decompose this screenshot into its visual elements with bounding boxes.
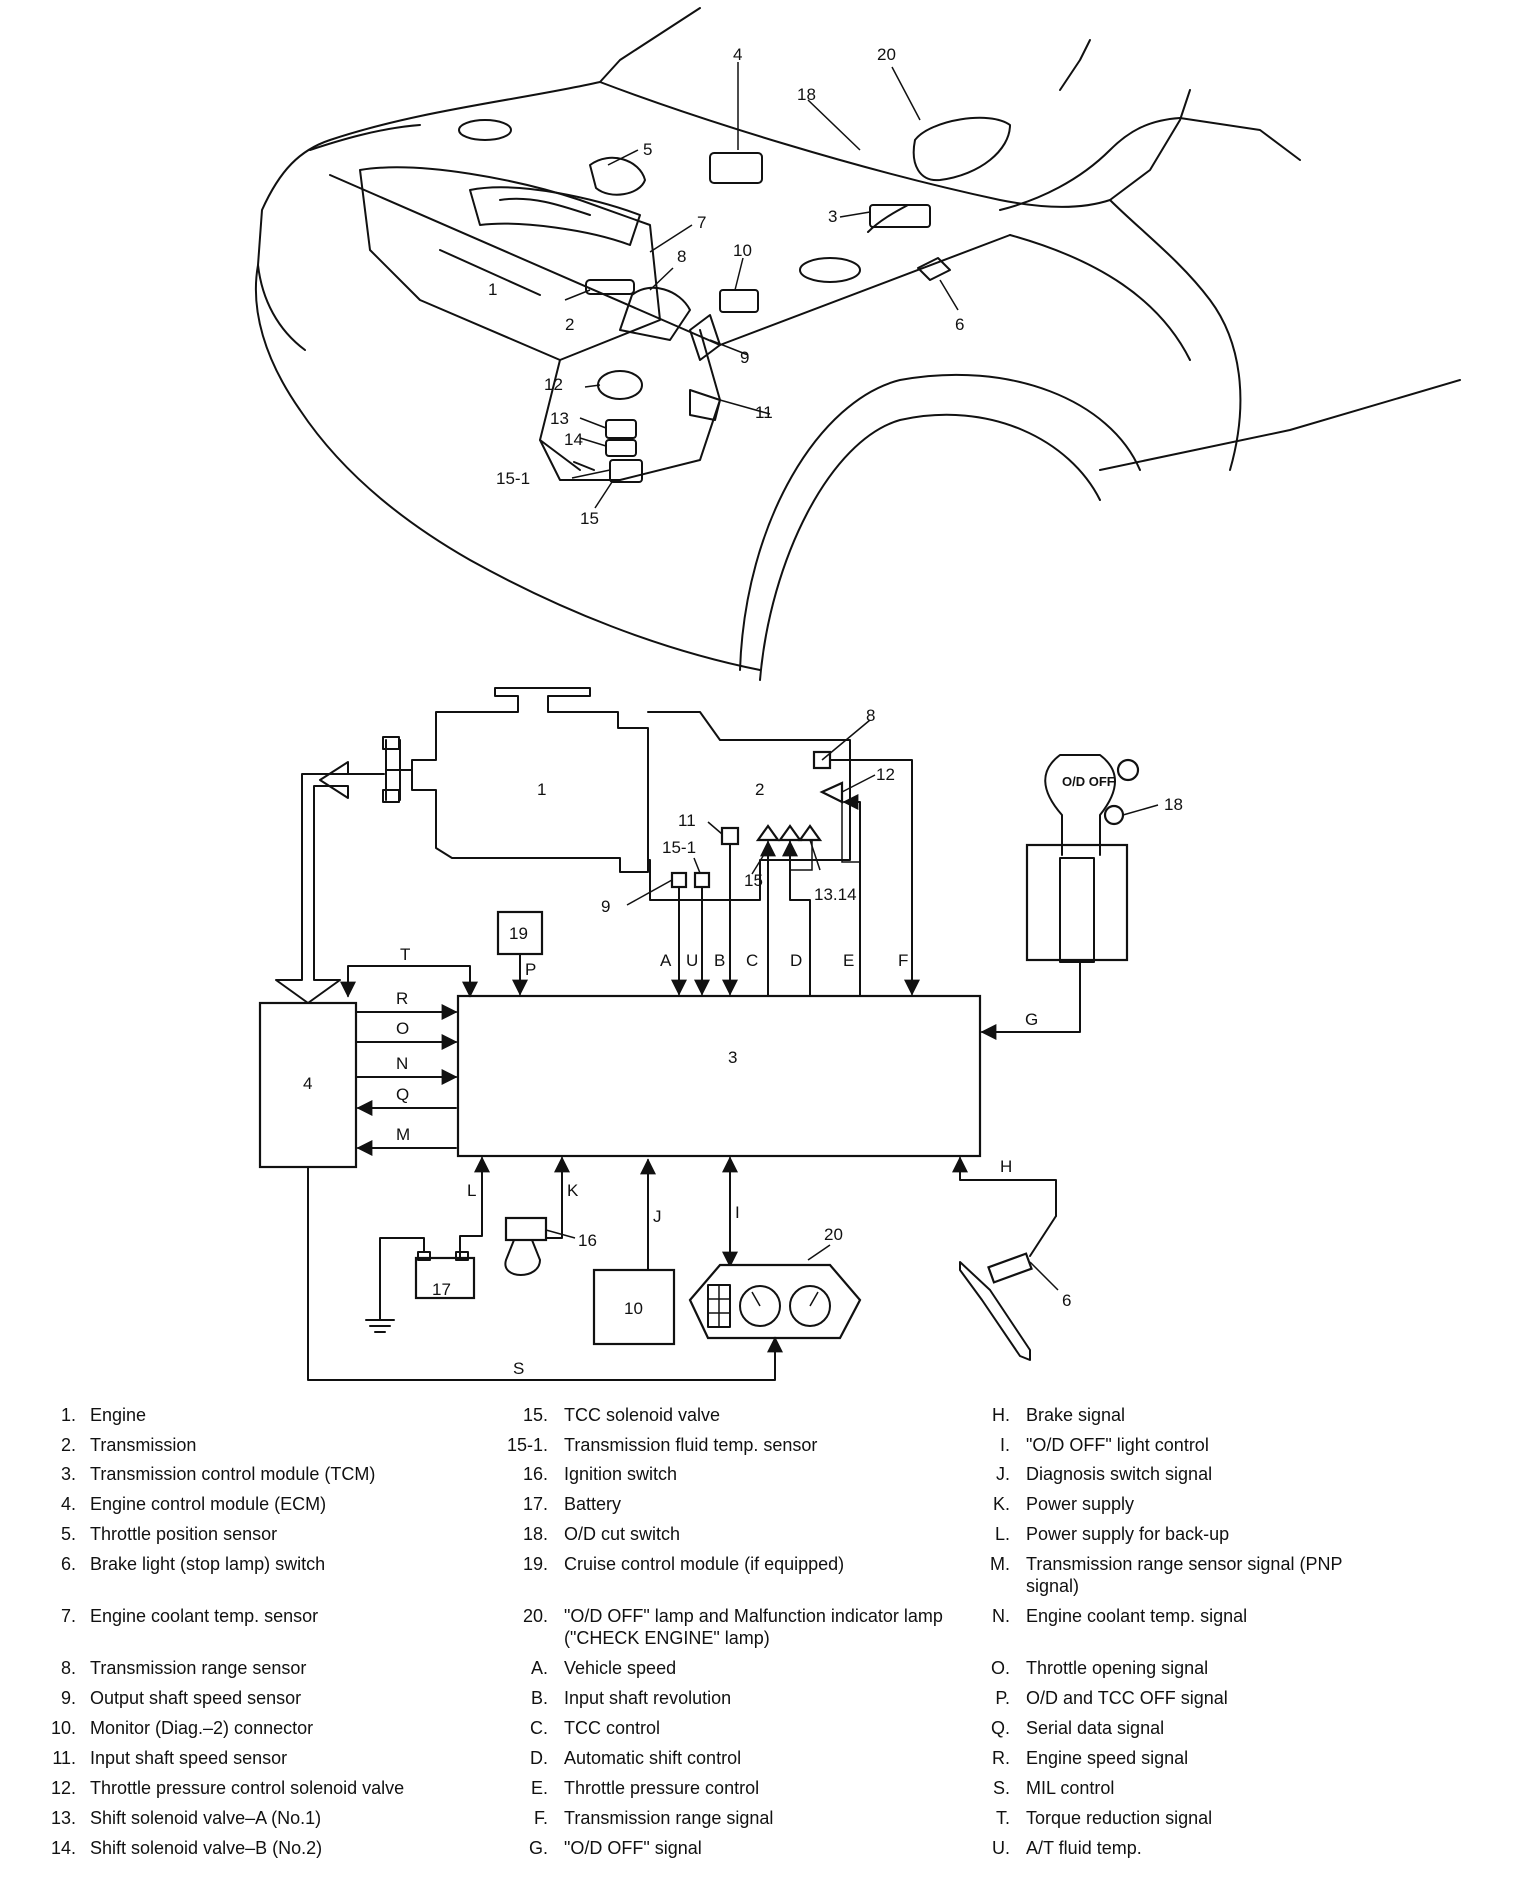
- signal-label-Q: Q: [396, 1085, 409, 1104]
- top-callout-10: 10: [733, 241, 752, 260]
- battery-symbol: [414, 1256, 476, 1300]
- block-callout-20: 20: [824, 1225, 843, 1244]
- instrument-cluster: [688, 1263, 862, 1340]
- signal-label-B: B: [714, 951, 725, 970]
- vehicle-illustration: [254, 7, 1461, 681]
- signal-label-R: R: [396, 989, 408, 1008]
- top-callout-8: 8: [677, 247, 686, 266]
- top-callout-7: 7: [697, 213, 706, 232]
- signal-label-O: O: [396, 1019, 409, 1038]
- top-callout-2: 2: [565, 315, 574, 334]
- block-callout-6: 6: [1062, 1291, 1071, 1310]
- block-callout-17: 17: [432, 1280, 451, 1299]
- signal-label-C: C: [746, 951, 758, 970]
- brake-light-switch-symbol: [987, 1252, 1033, 1284]
- block-callout-19: 19: [509, 924, 528, 943]
- monitor-connector-box: [592, 1268, 676, 1346]
- od-off-knob-label: O/D OFF: [1062, 774, 1115, 789]
- signal-label-S: S: [513, 1359, 524, 1378]
- ecm-box: [258, 1001, 358, 1169]
- top-callout-15-1: 15-1: [496, 469, 530, 488]
- block-diagram: O/D OFF: [258, 687, 1159, 1381]
- block-callout-12: 12: [876, 765, 895, 784]
- top-callout-15: 15: [580, 509, 599, 528]
- top-callout-11: 11: [755, 403, 773, 422]
- top-callout-9: 9: [740, 348, 749, 367]
- shift-lever-housing: [1025, 843, 1129, 962]
- block-callout-1: 1: [537, 780, 546, 799]
- signal-label-N: N: [396, 1054, 408, 1073]
- ignition-switch-symbol: [504, 1216, 548, 1242]
- top-callout-14: 14: [564, 430, 583, 449]
- signal-label-U: U: [686, 951, 698, 970]
- top-callout-12: 12: [544, 375, 563, 394]
- signal-label-M: M: [396, 1125, 410, 1144]
- top-callout-4: 4: [733, 45, 742, 64]
- block-callout-2: 2: [755, 780, 764, 799]
- block-callout-18: 18: [1164, 795, 1183, 814]
- top-callout-3: 3: [828, 207, 837, 226]
- block-callout-16: 16: [578, 1231, 597, 1250]
- signal-label-E: E: [843, 951, 854, 970]
- block-callout-11: 11: [678, 811, 696, 830]
- signal-label-K: K: [567, 1181, 579, 1200]
- signal-label-F: F: [898, 951, 908, 970]
- signal-label-G: G: [1025, 1010, 1038, 1029]
- signal-label-I: I: [735, 1203, 740, 1222]
- block-callout-8: 8: [866, 706, 875, 725]
- block-callout-10: 10: [624, 1299, 643, 1318]
- top-callout-13: 13: [550, 409, 569, 428]
- block-callout-15-1: 15-1: [662, 838, 696, 857]
- block-callout-13-14: 13.14: [814, 885, 857, 904]
- block-callout-15: 15: [744, 871, 763, 890]
- top-callout-18: 18: [797, 85, 816, 104]
- tcm-box: [456, 994, 982, 1158]
- od-off-button: [1116, 758, 1140, 782]
- signal-label-A: A: [660, 951, 672, 970]
- signal-label-P: P: [525, 960, 536, 979]
- signal-label-J: J: [653, 1207, 662, 1226]
- block-callout-4: 4: [303, 1074, 312, 1093]
- signal-label-D: D: [790, 951, 802, 970]
- signal-label-H: H: [1000, 1157, 1012, 1176]
- top-callout-1: 1: [488, 280, 497, 299]
- top-callout-20: 20: [877, 45, 896, 64]
- block-callout-3: 3: [728, 1048, 737, 1067]
- top-callout-6: 6: [955, 315, 964, 334]
- tcc-solenoid-symbol: [755, 824, 781, 842]
- signal-label-T: T: [400, 945, 410, 964]
- signal-label-L: L: [467, 1181, 476, 1200]
- block-callout-9: 9: [601, 897, 610, 916]
- top-callout-5: 5: [643, 140, 652, 159]
